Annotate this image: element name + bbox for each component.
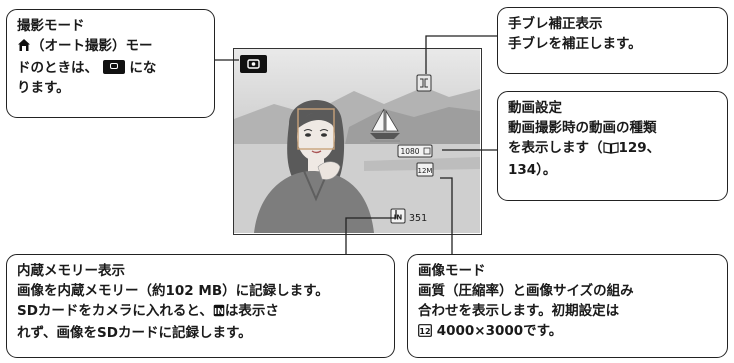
image-mode-indicator-text: 12M [418, 167, 433, 175]
internal-memory-line2: SDカードをカメラに入れると、 [17, 303, 213, 319]
image-mode-indicator: 12M [416, 162, 434, 177]
shooting-mode-callout: 撮影モード （オート撮影）モー ドのときは、 にな ります。 [6, 9, 215, 118]
vr-display-title: 手ブレ補正表示 [508, 16, 603, 32]
shooting-mode-line2-post: にな [129, 60, 157, 76]
image-mode-title: 画像モード [418, 263, 486, 279]
movie-settings-title: 動画設定 [508, 100, 562, 116]
internal-memory-line2-post: は表示さ [224, 303, 279, 319]
internal-memory-title: 内蔵メモリー表示 [17, 263, 125, 279]
vr-display-line1: 手ブレを補正します。 [508, 36, 642, 52]
movie-indicator-text: 1080 [400, 147, 419, 156]
auto-mode-camera-icon [102, 60, 125, 74]
memory-indicator: IN [390, 208, 406, 224]
svg-text:IN: IN [214, 307, 224, 316]
face-detection-frame [297, 108, 335, 150]
leader-line-image-mode [440, 177, 453, 254]
book-reference-icon [602, 140, 619, 160]
shooting-mode-line1: （オート撮影）モー [31, 38, 153, 54]
shooting-mode-line3: ります。 [17, 80, 70, 96]
shooting-mode-indicator [240, 55, 267, 73]
image-mode-line2: 合わせを表示します。初期設定は [418, 303, 620, 319]
movie-setting-indicator: 1080 [397, 144, 433, 158]
image-mode-line1: 画質（圧縮率）と画像サイズの組み [418, 283, 634, 299]
internal-memory-line3: れず、画像をSDカードに記録します。 [17, 325, 252, 341]
sailboat [370, 108, 400, 142]
memory-indicator-text: IN [394, 214, 403, 222]
leader-line-vr [425, 35, 497, 74]
leader-line-internal-memory [345, 210, 397, 254]
image-mode-callout: 画像モード 画質（圧縮率）と画像サイズの組み 合わせを表示します。初期設定は 1… [407, 254, 728, 358]
vr-indicator-icon [416, 74, 432, 92]
home-icon [17, 38, 31, 58]
movie-settings-callout: 動画設定 動画撮影時の動画の種類 を表示します（ 129、 134）。 [497, 91, 728, 201]
image-mode-line3: 4000×3000です。 [436, 323, 563, 339]
lcd-scene-illustration: 1080 12M IN 351 [234, 49, 480, 233]
image-mode-12m-icon: 12 [418, 323, 432, 343]
movie-settings-line1: 動画撮影時の動画の種類 [508, 120, 657, 136]
movie-settings-line3: 134）。 [508, 162, 557, 178]
shooting-mode-title: 撮影モード [17, 18, 85, 34]
shooting-mode-line2: ドのときは、 [17, 60, 98, 76]
movie-settings-line2-post: 129、 [618, 140, 661, 156]
shots-remaining-counter: 351 [409, 213, 427, 224]
internal-memory-line1: 画像を内蔵メモリー（約102 MB）に記録します。 [17, 283, 329, 299]
movie-settings-line2: を表示します（ [508, 140, 603, 156]
svg-text:12: 12 [419, 327, 430, 336]
vr-display-callout: 手ブレ補正表示 手ブレを補正します。 [497, 7, 728, 74]
camera-lcd-screen: 1080 12M IN 351 [233, 48, 482, 235]
internal-memory-callout: 内蔵メモリー表示 画像を内蔵メモリー（約102 MB）に記録します。 SDカード… [6, 254, 395, 358]
internal-memory-icon: IN [213, 303, 225, 323]
portrait-subject [254, 99, 374, 233]
